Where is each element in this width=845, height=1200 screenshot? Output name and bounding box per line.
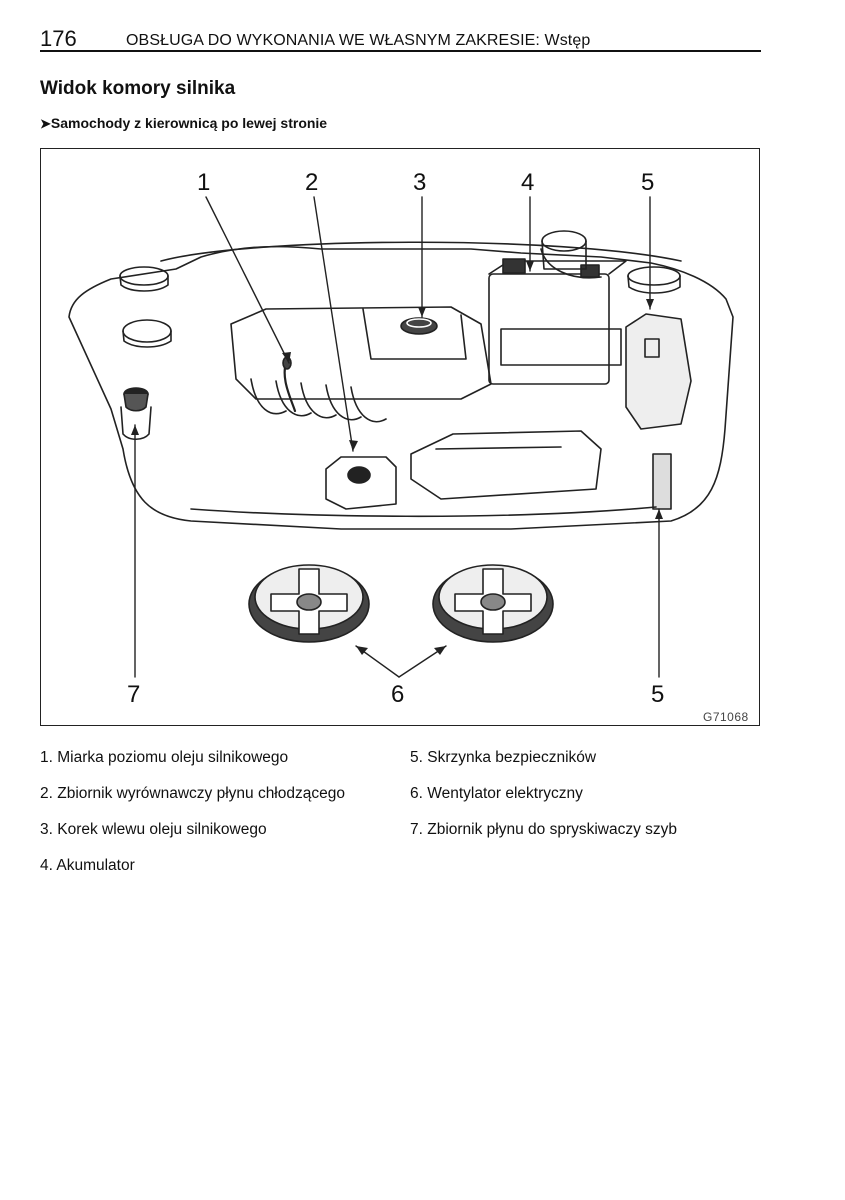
engine-bay-illustration — [68, 196, 734, 678]
strut-tower-left — [122, 319, 172, 343]
windshield-line — [160, 241, 682, 262]
callout-3: 3 — [413, 169, 427, 196]
legend-item-4: 4. Akumulator — [40, 857, 135, 874]
body-outline — [68, 245, 734, 530]
callout-6: 6 — [391, 681, 405, 708]
legend-item-6: 6. Wentylator elektryczny — [410, 785, 583, 802]
leader-2 — [313, 196, 354, 452]
callout-4: 4 — [521, 169, 535, 196]
dipstick — [283, 361, 297, 413]
callout-5-top: 5 — [641, 169, 655, 196]
page-number: 176 — [40, 26, 77, 51]
legend-item-5: 5. Skrzynka bezpieczników — [410, 749, 597, 766]
cooling-fan-left — [248, 564, 370, 643]
leader-1 — [205, 196, 290, 364]
page-header: 176 OBSŁUGA DO WYKONANIA WE WŁASNYM ZAKR… — [40, 26, 760, 52]
legend-item-3: 3. Korek wlewu oleju silnikowego — [40, 821, 267, 838]
oil-filler-cap — [400, 317, 438, 335]
fuse-box — [625, 313, 692, 430]
callout-2: 2 — [305, 169, 319, 196]
page-title: Widok komory silnika — [40, 78, 236, 99]
relay-box — [652, 453, 672, 510]
figure-code: G71068 — [703, 710, 749, 724]
callout-7: 7 — [127, 681, 141, 708]
subtitle-text: Samochody z kierownicą po lewej stronie — [50, 115, 328, 131]
engine-bay-figure: 1 2 3 4 5 5 6 7 G71068 — [40, 148, 760, 726]
cooling-fan-right — [432, 564, 554, 643]
callout-5-bottom: 5 — [651, 681, 665, 708]
legend-item-2: 2. Zbiornik wyrównawczy płynu chłodząceg… — [40, 785, 345, 802]
legend-item-1: 1. Miarka poziomu oleju silnikowego — [40, 749, 289, 766]
air-box — [410, 430, 602, 500]
legend-item-7: 7. Zbiornik płynu do spryskiwaczy szyb — [410, 821, 678, 838]
arrow-icon: ➤ — [40, 116, 51, 131]
engine-cover — [230, 306, 492, 400]
callout-1: 1 — [197, 169, 211, 196]
subtitle: ➤Samochody z kierownicą po lewej stronie — [40, 115, 327, 132]
header-rule — [40, 50, 761, 52]
strut-tower-right — [627, 266, 681, 286]
section-title: OBSŁUGA DO WYKONANIA WE WŁASNYM ZAKRESIE… — [126, 32, 591, 49]
coolant-reservoir — [325, 456, 397, 510]
